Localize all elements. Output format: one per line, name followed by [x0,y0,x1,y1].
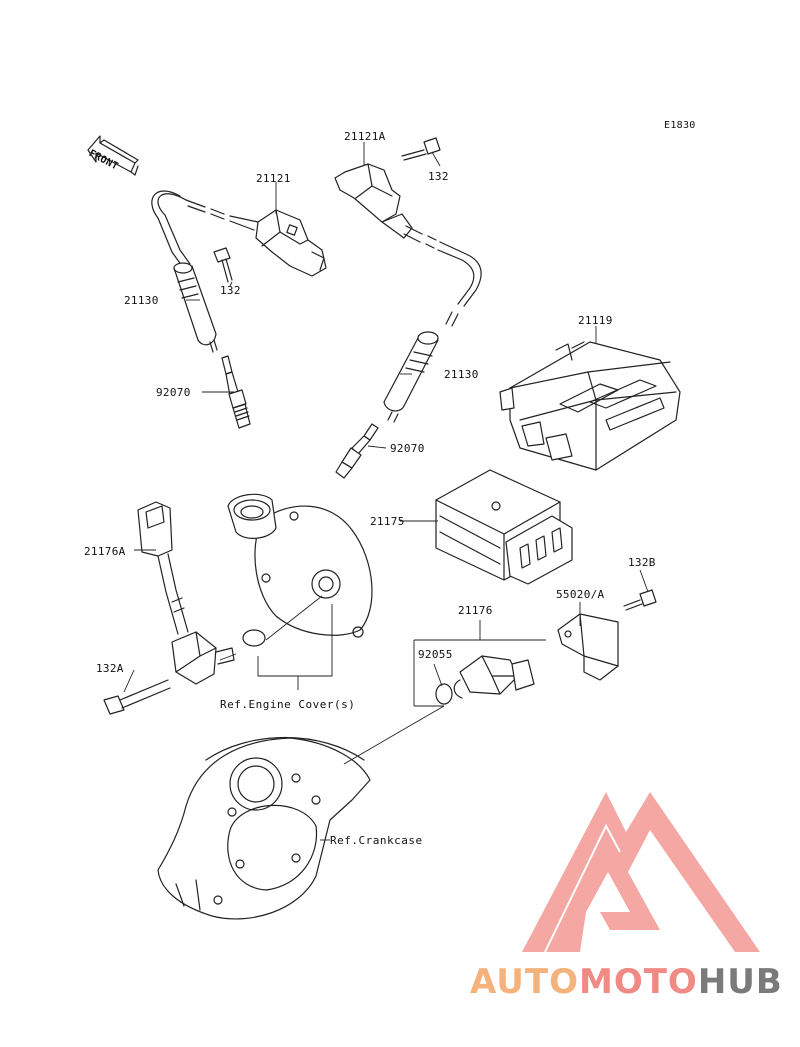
bolt-132B [623,589,657,611]
label-92070-left: 92070 [156,386,191,399]
label-132A: 132A [96,662,124,675]
watermark-part3: HUB [697,962,783,1002]
watermark-triangle-icon [522,792,760,953]
bolt-132-left [213,247,233,283]
regulator-21175 [435,469,573,585]
label-21176A: 21176A [84,545,126,558]
label-132-top: 132 [428,170,449,183]
plug-cap-right [383,331,439,423]
label-132-left: 132 [220,284,241,297]
bolt-132A [103,679,171,715]
front-arrow-icon [87,135,139,176]
o-ring-92055 [435,683,453,705]
label-21130-right: 21130 [444,368,479,381]
label-21175: 21175 [370,515,405,528]
ignition-coil-left [151,190,327,277]
bracket-55020A [557,613,619,681]
watermark-part1: AUTO [470,962,579,1002]
crankcase [157,736,371,920]
ignition-coil-right [334,163,482,327]
label-21121: 21121 [256,172,291,185]
o-ring-left [242,629,266,647]
leader-lines [123,142,649,841]
label-92055: 92055 [418,648,453,661]
spark-plug-right [335,423,379,479]
plug-cap-left [173,262,218,353]
watermark-logo: AUTOMOTOHUB [470,962,783,1002]
engine-cover [227,493,373,638]
ref-engine-cover: Ref.Engine Cover(s) [220,698,356,711]
watermark-part2: MOTO [578,962,698,1002]
crank-sensor-21176A [137,501,235,685]
ref-crankcase: Ref.Crankcase [330,834,423,847]
ecu-21119 [499,341,681,471]
diagram-id: E1830 [664,120,696,131]
spark-plug-left [221,355,251,429]
label-21130-left: 21130 [124,294,159,307]
label-55020A: 55020/A [556,588,605,601]
label-92070-right: 92070 [390,442,425,455]
label-132B: 132B [628,556,656,569]
bolt-132-top [401,137,441,161]
label-21121A: 21121A [344,130,386,143]
label-21176: 21176 [458,604,493,617]
sensor-21176 [453,655,535,699]
label-21119: 21119 [578,314,613,327]
